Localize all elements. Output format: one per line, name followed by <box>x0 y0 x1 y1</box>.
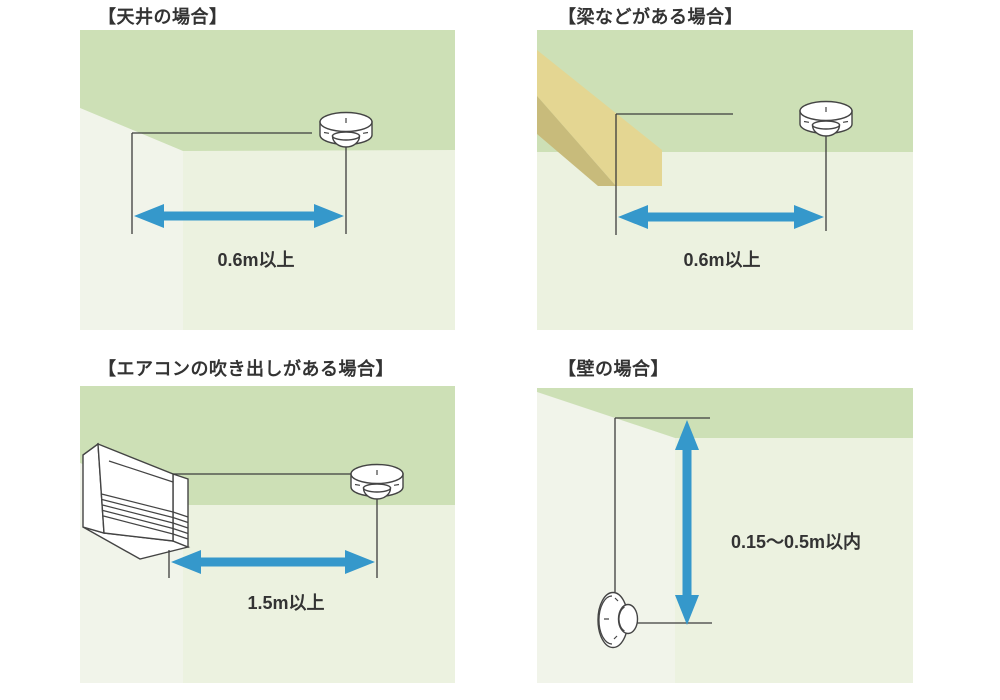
measurement-line <box>615 113 827 235</box>
measurement-label-ceiling-case: 0.6m以上 <box>217 250 295 270</box>
panel-title-aircon-case: 【エアコンの吹き出しがある場合】 <box>98 359 394 379</box>
panel-wall-case <box>537 388 913 683</box>
left-wall-surface <box>537 392 675 683</box>
beam-shape <box>537 50 662 186</box>
beam-shadow-face <box>537 96 616 186</box>
panel-beam-case <box>537 30 913 330</box>
wall-detector-icon <box>597 591 639 649</box>
smoke-detector-icon <box>350 463 404 500</box>
distance-arrow <box>618 205 824 229</box>
distance-arrow-vertical <box>675 420 699 625</box>
distance-arrow <box>171 550 375 574</box>
ceiling-surface <box>537 388 913 438</box>
panel-title-wall-case: 【壁の場合】 <box>558 359 669 379</box>
measurement-label-wall-case: 0.15〜0.5m以内 <box>730 532 862 552</box>
distance-arrow <box>134 204 344 228</box>
measurement-label-aircon-case: 1.5m以上 <box>247 593 325 613</box>
panel-ceiling-case <box>80 30 455 330</box>
smoke-detector-icon <box>799 100 853 137</box>
panel-title-ceiling-case: 【天井の場合】 <box>98 7 228 27</box>
smoke-detector-icon <box>319 111 373 148</box>
panel-title-beam-case: 【梁などがある場合】 <box>558 7 743 27</box>
aircon-louvers <box>101 460 189 540</box>
measurement-label-beam-case: 0.6m以上 <box>683 250 761 270</box>
panel-aircon-case <box>80 386 455 683</box>
measurement-line <box>614 417 712 624</box>
measurement-line <box>168 473 378 578</box>
aircon-unit <box>82 442 191 560</box>
